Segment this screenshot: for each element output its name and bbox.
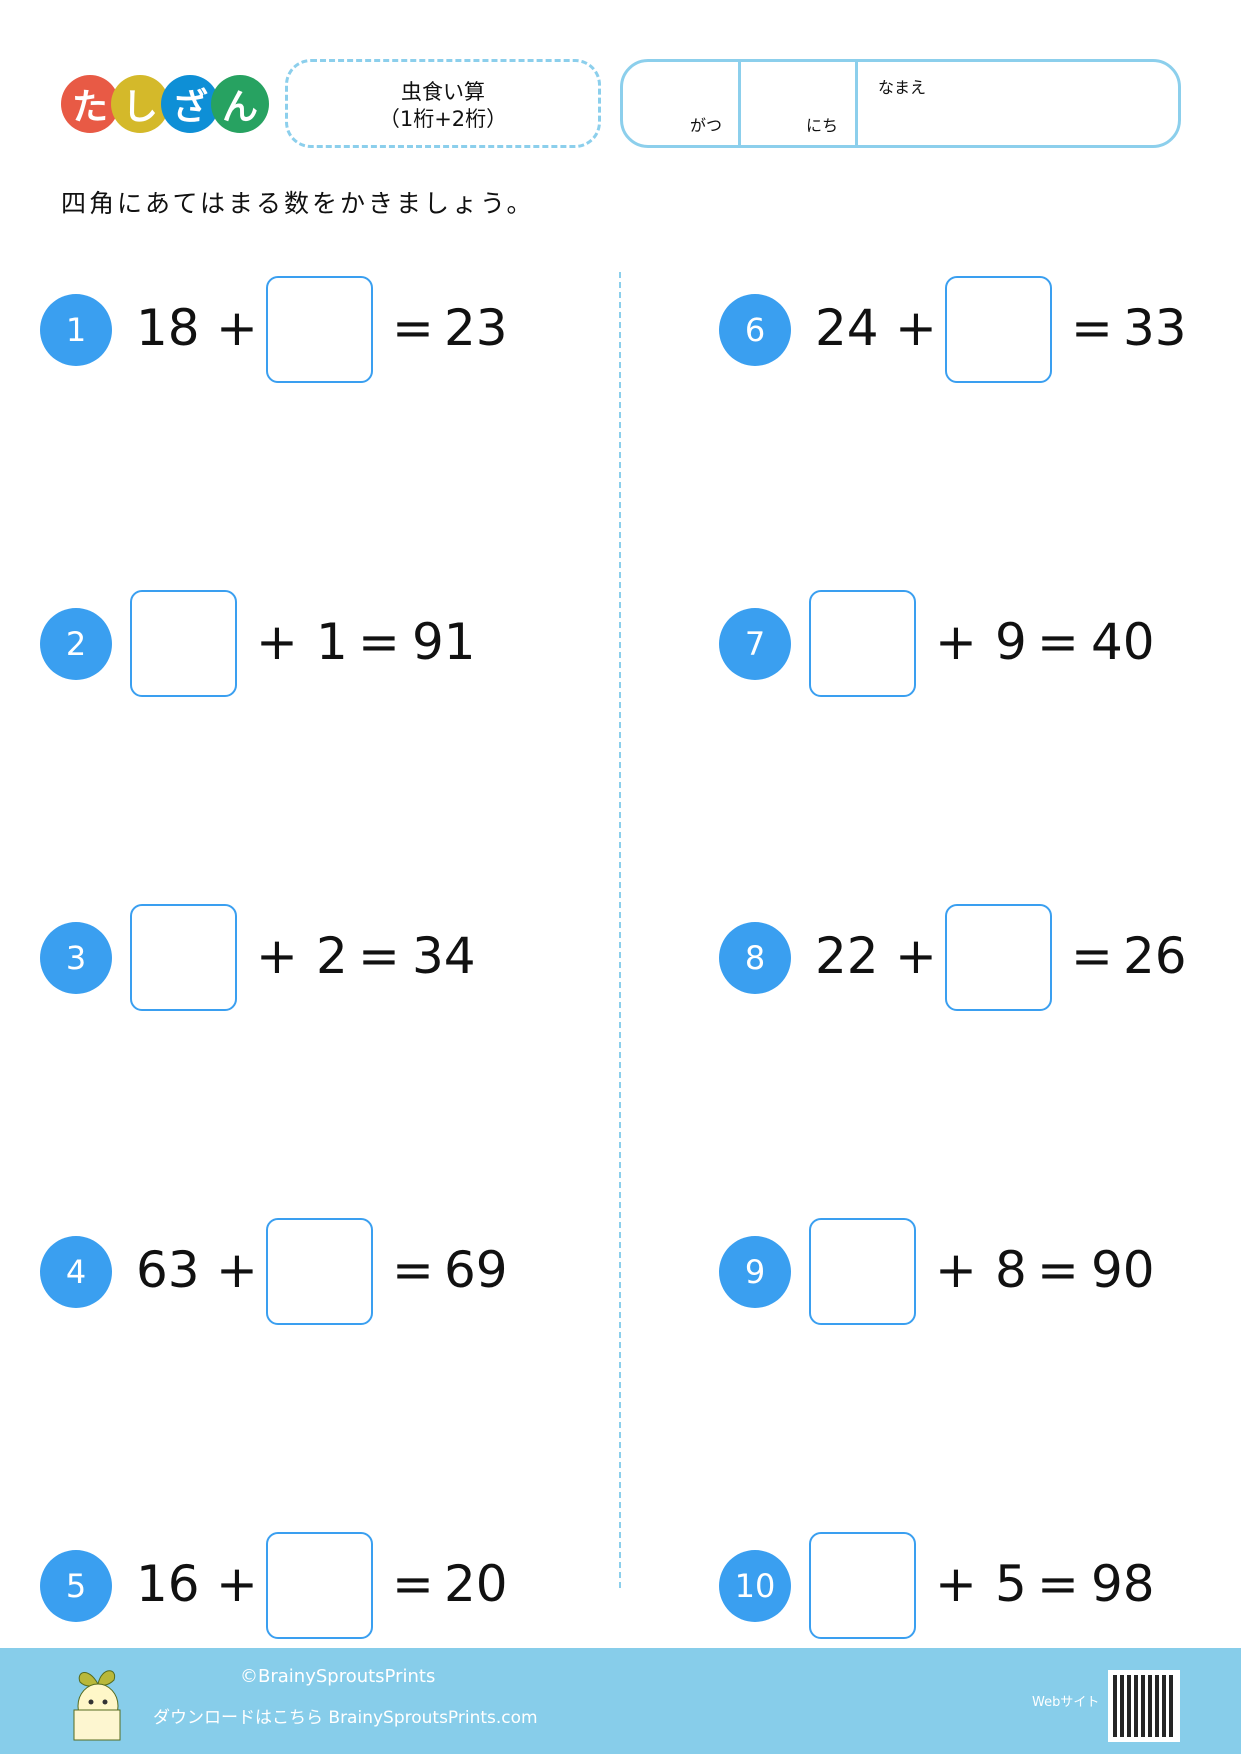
result: 26: [1123, 927, 1187, 985]
result: 34: [412, 927, 476, 985]
equals-sign: =: [1071, 927, 1113, 985]
plus-sign: +: [895, 299, 937, 357]
answer-box[interactable]: [945, 904, 1052, 1011]
name-label: なまえ: [878, 78, 927, 97]
plus-sign: +: [935, 613, 977, 671]
problem-9: 9 + 8 = 90: [715, 1218, 1241, 1326]
logo-char: た: [61, 75, 119, 133]
addend: 1: [316, 613, 348, 671]
plus-sign: +: [935, 1241, 977, 1299]
logo-char: ん: [211, 75, 269, 133]
result: 33: [1123, 299, 1187, 357]
result: 23: [444, 299, 508, 357]
website-label: Webサイト: [1032, 1695, 1100, 1710]
problem-number: 5: [40, 1550, 112, 1622]
addend: 8: [995, 1241, 1027, 1299]
equals-sign: =: [1071, 299, 1113, 357]
problem-number: 2: [40, 608, 112, 680]
qr-code-icon[interactable]: [1108, 1670, 1180, 1742]
equals-sign: =: [1037, 613, 1079, 671]
equals-sign: =: [392, 299, 434, 357]
copyright: ©BrainySproutsPrints: [240, 1666, 436, 1687]
plus-sign: +: [895, 927, 937, 985]
plus-sign: +: [216, 299, 258, 357]
problem-3: 3 + 2 = 34: [36, 904, 596, 1012]
answer-box[interactable]: [266, 1532, 373, 1639]
problem-number: 9: [719, 1236, 791, 1308]
problem-number: 3: [40, 922, 112, 994]
answer-box[interactable]: [266, 1218, 373, 1325]
addend: 63: [136, 1241, 200, 1299]
plus-sign: +: [256, 927, 298, 985]
divider: [738, 62, 741, 145]
answer-box[interactable]: [266, 276, 373, 383]
problem-8: 8 22 + = 26: [715, 904, 1241, 1012]
logo: た し ざ ん: [61, 75, 269, 133]
logo-char: ざ: [161, 75, 219, 133]
equals-sign: =: [392, 1555, 434, 1613]
addend: 22: [815, 927, 879, 985]
equals-sign: =: [358, 613, 400, 671]
answer-box[interactable]: [130, 904, 237, 1011]
instruction: 四角にあてはまる数をかきましょう。: [61, 189, 535, 218]
column-divider: [619, 272, 621, 1588]
problem-4: 4 63 + = 69: [36, 1218, 596, 1326]
problem-number: 7: [719, 608, 791, 680]
addend: 2: [316, 927, 348, 985]
month-label: がつ: [690, 116, 723, 135]
equals-sign: =: [1037, 1555, 1079, 1613]
date-name-box: がつ にち なまえ: [620, 59, 1181, 148]
equals-sign: =: [1037, 1241, 1079, 1299]
problem-1: 1 18 + = 23: [36, 276, 596, 384]
addend: 9: [995, 613, 1027, 671]
plus-sign: +: [935, 1555, 977, 1613]
worksheet-title: 虫食い算 （1桁+2桁）: [285, 59, 601, 148]
title-line2: （1桁+2桁）: [378, 107, 508, 131]
problem-2: 2 + 1 = 91: [36, 590, 596, 698]
result: 40: [1091, 613, 1155, 671]
plus-sign: +: [216, 1241, 258, 1299]
mascot-icon: [73, 1670, 121, 1741]
day-label: にち: [806, 116, 839, 135]
problem-number: 1: [40, 294, 112, 366]
plus-sign: +: [256, 613, 298, 671]
problem-number: 10: [719, 1550, 791, 1622]
result: 91: [412, 613, 476, 671]
divider: [855, 62, 858, 145]
plus-sign: +: [216, 1555, 258, 1613]
footer: ©BrainySproutsPrints ダウンロードはこちら BrainySp…: [0, 1648, 1241, 1754]
answer-box[interactable]: [809, 1532, 916, 1639]
equals-sign: =: [392, 1241, 434, 1299]
answer-box[interactable]: [130, 590, 237, 697]
addend: 16: [136, 1555, 200, 1613]
problem-6: 6 24 + = 33: [715, 276, 1241, 384]
addend: 5: [995, 1555, 1027, 1613]
result: 90: [1091, 1241, 1155, 1299]
problem-number: 4: [40, 1236, 112, 1308]
problem-number: 8: [719, 922, 791, 994]
result: 98: [1091, 1555, 1155, 1613]
addend: 18: [136, 299, 200, 357]
logo-char: し: [111, 75, 169, 133]
problem-7: 7 + 9 = 40: [715, 590, 1241, 698]
result: 20: [444, 1555, 508, 1613]
answer-box[interactable]: [945, 276, 1052, 383]
problem-number: 6: [719, 294, 791, 366]
problem-10: 10 + 5 = 98: [715, 1532, 1241, 1640]
download-link[interactable]: ダウンロードはこちら BrainySproutsPrints.com: [153, 1708, 538, 1728]
problem-5: 5 16 + = 20: [36, 1532, 596, 1640]
addend: 24: [815, 299, 879, 357]
answer-box[interactable]: [809, 590, 916, 697]
answer-box[interactable]: [809, 1218, 916, 1325]
result: 69: [444, 1241, 508, 1299]
equals-sign: =: [358, 927, 400, 985]
title-line1: 虫食い算: [401, 80, 485, 104]
